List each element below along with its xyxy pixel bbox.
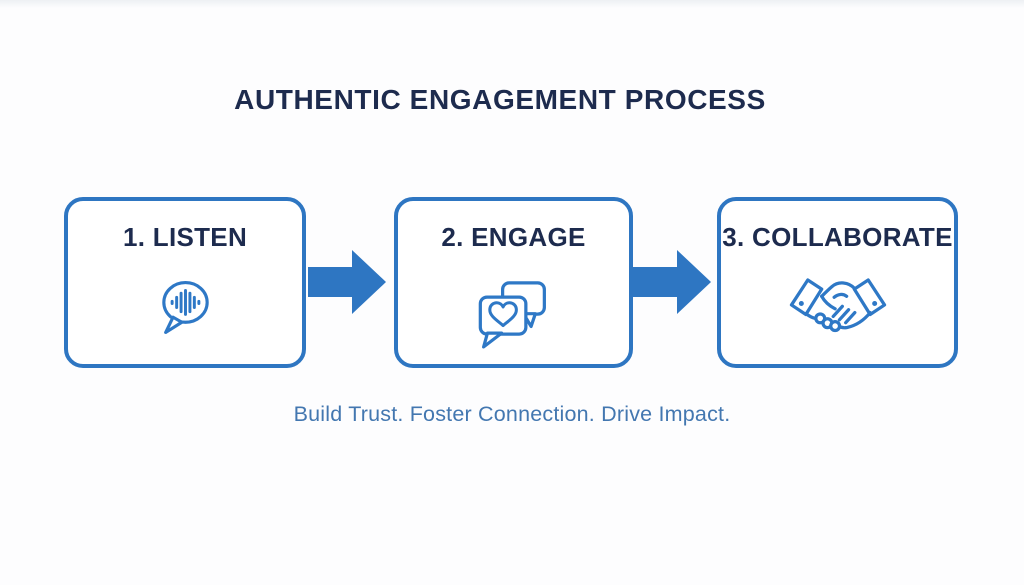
tagline-text: Build Trust. Foster Connection. Drive Im… [293,402,731,426]
right-arrow-icon [308,250,386,314]
step-box-engage: 2. ENGAGE [394,197,633,368]
top-edge-artifact-strip [0,0,1024,8]
step-label: 2. ENGAGE [441,222,586,252]
step-box-listen: 1. LISTEN [64,197,306,368]
page-title: AUTHENTIC ENGAGEMENT PROCESS [234,84,766,115]
speech-bubble-soundwave-icon [156,277,215,338]
handshake-icon [788,268,888,339]
step-label: 3. COLLABORATE [722,222,953,252]
step-label: 1. LISTEN [122,222,248,252]
chat-bubbles-heart-icon [477,279,551,355]
step-box-collaborate: 3. COLLABORATE [717,197,958,368]
right-arrow-icon [633,250,711,314]
